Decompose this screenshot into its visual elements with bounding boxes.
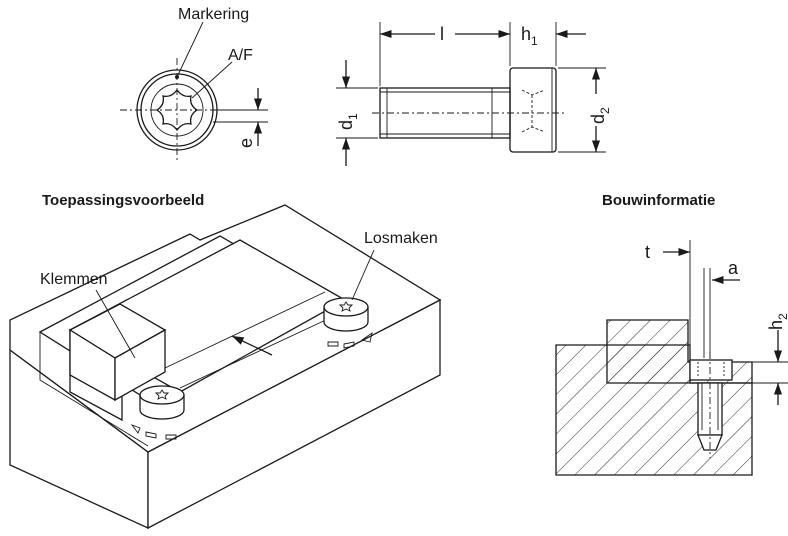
screw-clamp-position — [130, 385, 185, 440]
guide-line-lower — [179, 317, 331, 389]
screw-head — [509, 67, 557, 153]
application-illustration: Klemmen Losmaken — [9, 204, 442, 530]
clamp-block-side — [114, 328, 166, 402]
marking-leader — [177, 21, 204, 76]
installation-title: Bouwinformatie — [602, 192, 715, 209]
h1-label: h1 — [521, 24, 538, 48]
clamp-label: Klemmen — [40, 271, 108, 288]
t-label: t — [645, 242, 650, 262]
af-label: A/F — [228, 47, 253, 64]
installation-section: t a h2 — [555, 240, 788, 476]
direction-arrow — [231, 335, 273, 356]
screw-shank — [379, 87, 511, 139]
head-socket-hidden — [521, 89, 546, 133]
torx-socket — [155, 88, 199, 132]
marking-label: Markering — [178, 6, 249, 23]
l-label: l — [440, 24, 444, 44]
a-label: a — [728, 258, 739, 278]
h2-label: h2 — [766, 313, 788, 330]
clamp-leader — [95, 289, 136, 359]
clamp-rotation-arrow — [130, 424, 177, 440]
head-inner-circle — [150, 83, 204, 137]
screw-top-view: Markering A/F e — [120, 6, 270, 160]
release-leader — [351, 249, 375, 301]
e-label: e — [236, 138, 256, 148]
screw-side-view: l h1 d1 d2 — [336, 22, 612, 166]
release-rotation-arrow — [327, 331, 373, 349]
guide-line-upper — [164, 291, 326, 369]
d2-label: d2 — [588, 107, 612, 124]
application-title: Toepassingsvoorbeeld — [42, 192, 204, 209]
installed-screw-head — [689, 359, 733, 381]
d1-label: d1 — [336, 113, 360, 130]
marking-dot — [175, 75, 179, 79]
af-leader — [191, 61, 233, 99]
screw-release-position — [323, 297, 373, 349]
release-label: Losmaken — [364, 230, 438, 247]
